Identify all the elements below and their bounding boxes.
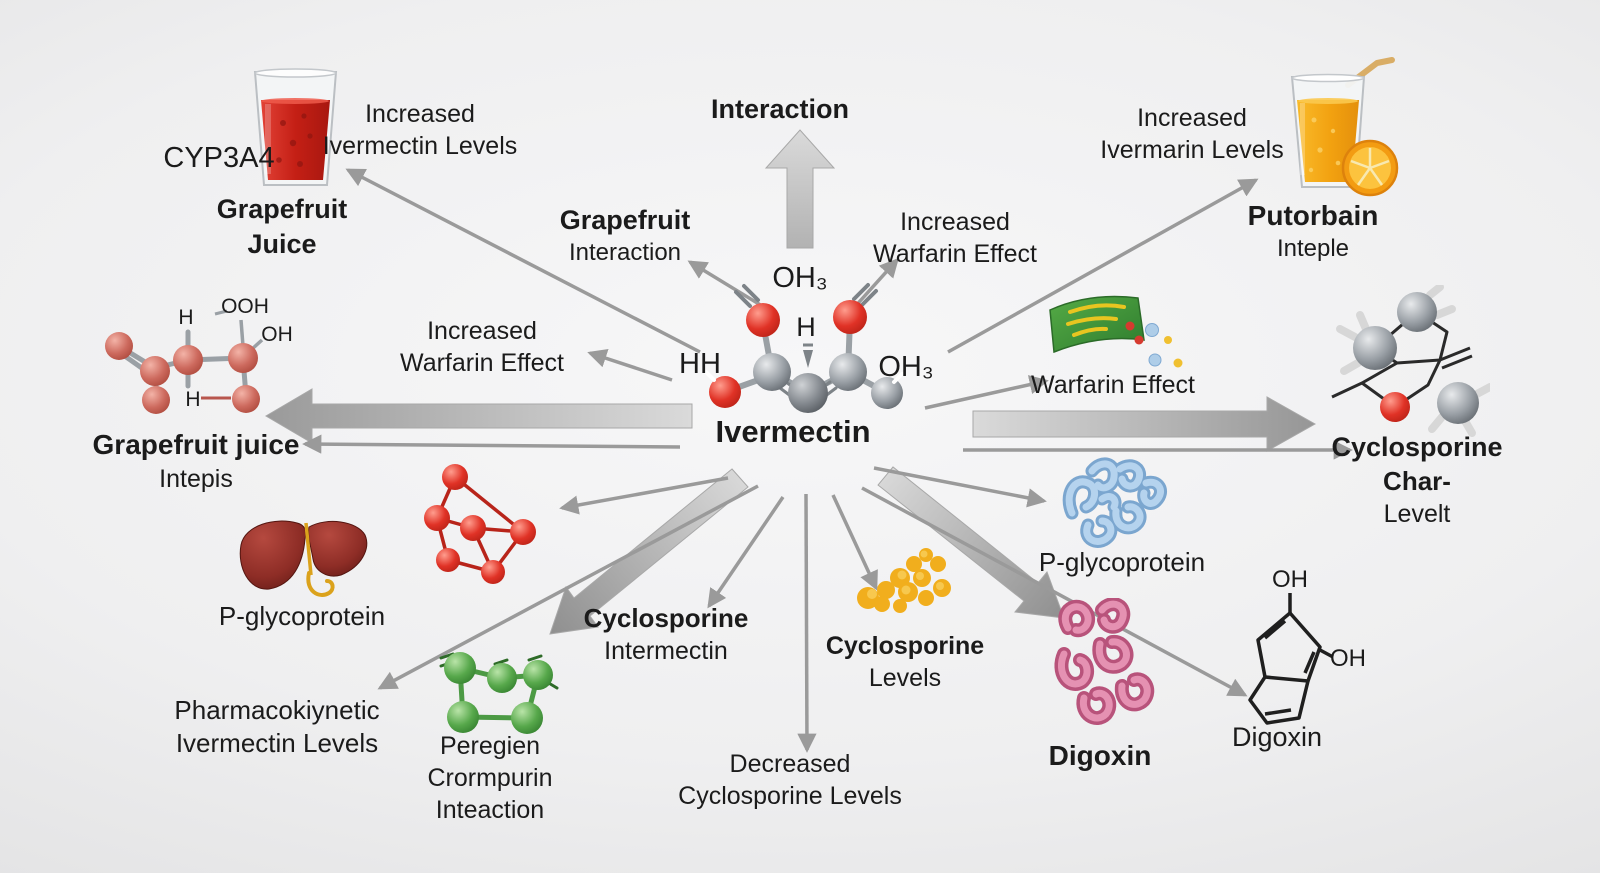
increased-warfarin-left-label: Increased Warfarin Effect bbox=[400, 315, 564, 379]
pharmacokinetic-line2: Ivermectin Levels bbox=[175, 728, 379, 759]
green-molecule-line2: Crormpurin bbox=[427, 764, 553, 792]
grapefruit-juice-left-line1: Grapefruit juice bbox=[92, 429, 300, 460]
cyclosporine-intermectin-label: Cyclosporine Intermectin bbox=[584, 602, 749, 667]
grapefruit-interaction-line2: Interaction bbox=[568, 238, 682, 266]
cyclosporine-intermectin-line2: Intermectin bbox=[604, 637, 728, 666]
decreased-cyclosporine-line1: Decreased bbox=[729, 750, 851, 778]
p-glycoprotein-right-label: P-glycoprotein bbox=[1038, 547, 1206, 577]
increased-ivermectin-levels-label: Increased Ivermectin Levels bbox=[323, 98, 518, 162]
green-molecule-icon bbox=[439, 652, 559, 734]
salmon-molecule-icon: H OOH OH H bbox=[105, 295, 293, 414]
atom-label-oh-mid: OH bbox=[1330, 645, 1366, 672]
putorbain-label: Putorbain Inteple bbox=[1248, 198, 1379, 265]
green-molecule-label: Peregien Crormpurin Inteaction bbox=[427, 730, 552, 826]
atom-label-oh-top: OH bbox=[1272, 566, 1308, 593]
warfarin-tablet-icon bbox=[1049, 295, 1183, 368]
grapefruit-juice-glass-icon bbox=[253, 68, 338, 186]
atom-label-oh: OH bbox=[261, 323, 293, 346]
grapefruit-juice-label: Grapefruit Juice bbox=[217, 192, 348, 261]
arrow-to-grapefruit-glass bbox=[345, 168, 701, 354]
arrow-to-cyclosporine-levels bbox=[831, 494, 878, 591]
putorbain-line1: Putorbain bbox=[1247, 200, 1379, 231]
ivermectin-title: Ivermectin bbox=[715, 414, 871, 449]
arrow-down-left-small bbox=[559, 476, 729, 515]
interaction-label: Interaction bbox=[710, 94, 850, 124]
red-network-molecule-icon bbox=[424, 464, 536, 584]
pharmacokinetic-line1: Pharmacokiynetic bbox=[174, 695, 380, 725]
atom-label-h-center: H bbox=[796, 312, 816, 342]
arrow-to-warfarin-effect bbox=[924, 375, 1049, 410]
atom-label-oh3-top: OH₃ bbox=[772, 262, 828, 294]
cyclosporine-levels-line2: Levels bbox=[868, 664, 942, 692]
yellow-molecule-icon bbox=[857, 548, 951, 613]
pink-protein-icon bbox=[1054, 598, 1155, 725]
arrow-to-increased-warfarin-left bbox=[587, 348, 673, 382]
atom-label-hh: HH bbox=[679, 348, 721, 380]
liver-icon bbox=[239, 520, 368, 597]
blue-protein-icon bbox=[1062, 457, 1167, 548]
arrow-to-cyclosporine-intermectin bbox=[707, 496, 785, 609]
decreased-cyclosporine-line2: Cyclosporine Levels bbox=[678, 782, 902, 810]
increased-ivermarin-line1: Increased bbox=[1137, 104, 1247, 132]
cyclosporine-intermectin-line1: Cyclosporine bbox=[583, 603, 749, 633]
arrow-left-thin bbox=[302, 434, 681, 454]
arrow-left-thick bbox=[265, 388, 693, 444]
arrow-to-digoxin-structure bbox=[861, 486, 1248, 697]
increased-ivermarin-levels-label: Increased Ivermarin Levels bbox=[1100, 102, 1283, 166]
arrow-up-interaction bbox=[764, 129, 836, 249]
arrow-down-left-thick bbox=[549, 468, 749, 635]
arrow-to-p-glycoprotein-right bbox=[873, 466, 1047, 508]
atom-label-h2: H bbox=[185, 388, 200, 411]
cyclosporine-right-line1: Cyclosporine bbox=[1331, 432, 1503, 462]
arrow-right-thick bbox=[972, 396, 1317, 452]
cyclosporine-right-line3: Levelt bbox=[1383, 499, 1451, 528]
grapefruit-interaction-line1: Grapefruit bbox=[559, 205, 691, 235]
cyclosporine-molecule-icon bbox=[1331, 285, 1490, 437]
cyp3a4-label: CYP3A4 bbox=[163, 142, 275, 174]
cyclosporine-right-line2: Char- bbox=[1383, 465, 1451, 496]
grapefruit-juice-line2: Juice bbox=[247, 228, 317, 259]
arrow-to-orange-juice bbox=[947, 178, 1259, 354]
grapefruit-juice-left-line2: Intepis bbox=[159, 464, 233, 493]
green-molecule-line1: Peregien bbox=[439, 732, 541, 760]
warfarin-effect-label: Warfarin Effect bbox=[1031, 371, 1195, 399]
increased-warfarin-left-line2: Warfarin Effect bbox=[400, 349, 564, 377]
increased-warfarin-left-line1: Increased bbox=[427, 317, 537, 345]
increased-warfarin-top-line2: Warfarin Effect bbox=[873, 240, 1037, 268]
grapefruit-juice-line1: Grapefruit bbox=[216, 194, 348, 224]
ivermectin-molecule-icon bbox=[704, 283, 904, 413]
atom-label-ooh: OOH bbox=[221, 295, 269, 318]
decreased-cyclosporine-label: Decreased Cyclosporine Levels bbox=[678, 748, 902, 812]
putorbain-line2: Inteple bbox=[1276, 234, 1350, 262]
arrow-to-decreased-cyclosporine bbox=[797, 493, 817, 753]
increased-warfarin-top-label: Increased Warfarin Effect bbox=[873, 206, 1037, 270]
digoxin-structure-label: Digoxin bbox=[1231, 722, 1323, 752]
grapefruit-interaction-label: Grapefruit Interaction bbox=[560, 203, 691, 268]
cyclosporine-levels-label: Cyclosporine Levels bbox=[826, 630, 984, 694]
green-molecule-line3: Inteaction bbox=[435, 796, 545, 824]
grapefruit-juice-left-label: Grapefruit juice Intepis bbox=[93, 427, 300, 495]
increased-ivermectin-line2: Ivermectin Levels bbox=[322, 132, 518, 160]
atom-label-oh3-right: OH₃ bbox=[878, 351, 934, 383]
digoxin-protein-label: Digoxin bbox=[1048, 740, 1152, 771]
digoxin-structure-icon: OH OH bbox=[1248, 566, 1366, 725]
cyclosporine-right-label: Cyclosporine Char- Levelt bbox=[1331, 430, 1502, 530]
pharmacokinetic-label: Pharmacokiynetic Ivermectin Levels bbox=[174, 694, 379, 761]
cyclosporine-levels-line1: Cyclosporine bbox=[825, 632, 985, 660]
p-glycoprotein-left-label: P-glycoprotein bbox=[218, 601, 386, 631]
arrow-to-pharmacokinetic bbox=[377, 484, 759, 690]
arrow-down-right-thick bbox=[877, 466, 1065, 619]
arrow-to-increased-warfarin-top bbox=[850, 257, 899, 312]
increased-warfarin-top-line1: Increased bbox=[900, 208, 1010, 236]
increased-ivermarin-line2: Ivermarin Levels bbox=[1100, 136, 1284, 164]
increased-ivermectin-line1: Increased bbox=[365, 100, 475, 128]
orange-juice-glass-icon bbox=[1290, 57, 1399, 197]
atom-label-h1: H bbox=[178, 306, 193, 329]
